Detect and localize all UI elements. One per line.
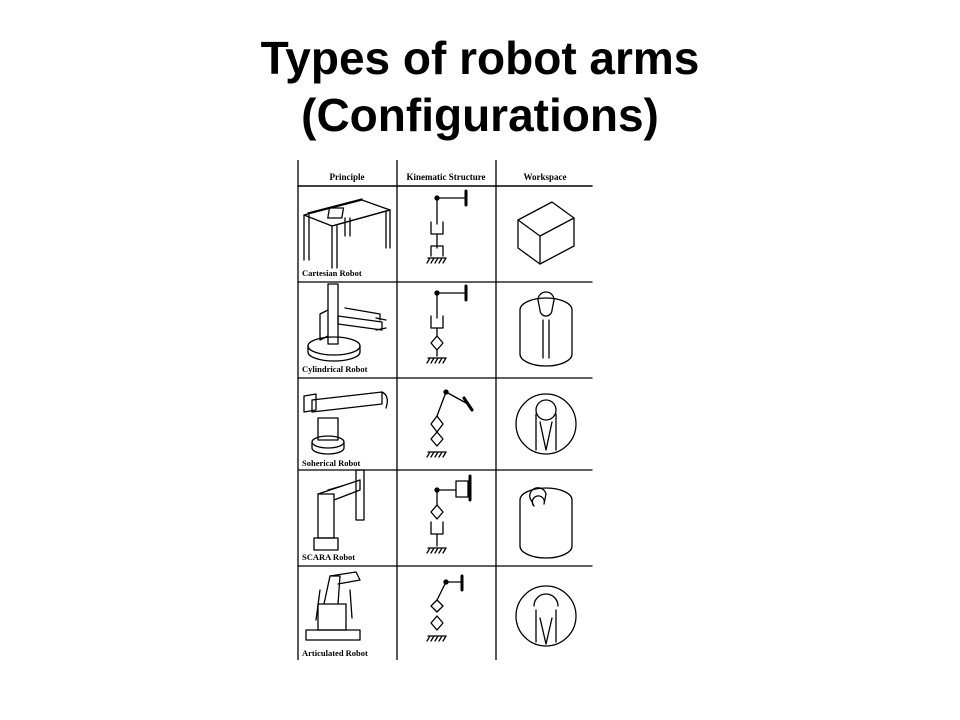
articulated-kinematic-icon — [426, 574, 464, 642]
column-header-workspace: Workspace — [523, 172, 566, 182]
scara-robot-illustration — [313, 469, 365, 551]
spherical-robot-illustration — [303, 391, 388, 455]
scara-workspace-shape — [519, 487, 573, 559]
cylindrical-robot-illustration — [307, 283, 387, 362]
column-header-kinematic: Kinematic Structure — [406, 172, 485, 182]
title-line-2: (Configurations) — [301, 89, 659, 141]
row-label-scara: SCARA Robot — [302, 552, 355, 562]
column-header-principle: Principle — [330, 172, 365, 182]
scara-kinematic-icon — [426, 474, 472, 554]
spherical-kinematic-icon — [426, 389, 474, 458]
cartesian-robot-illustration — [303, 198, 391, 269]
row-label-cylindrical: Cylindrical Robot — [302, 364, 368, 374]
cylindrical-kinematic-icon — [426, 284, 468, 364]
row-label-spherical: Soherical Robot — [302, 458, 360, 468]
cartesian-workspace-box — [517, 201, 575, 265]
cartesian-kinematic-icon — [426, 189, 468, 264]
cylindrical-workspace-shape — [519, 291, 573, 367]
title-line-1: Types of robot arms — [260, 32, 700, 84]
articulated-robot-illustration — [305, 571, 361, 641]
row-label-cartesian: Cartesian Robot — [302, 268, 362, 278]
spherical-workspace-shape — [515, 393, 577, 455]
table-grid — [297, 160, 593, 660]
slide-title: Types of robot arms (Configurations) — [0, 30, 960, 144]
robot-configuration-table: Principle Kinematic Structure Workspace … — [290, 160, 596, 660]
articulated-workspace-shape — [515, 585, 577, 647]
row-label-articulated: Articulated Robot — [302, 648, 368, 658]
